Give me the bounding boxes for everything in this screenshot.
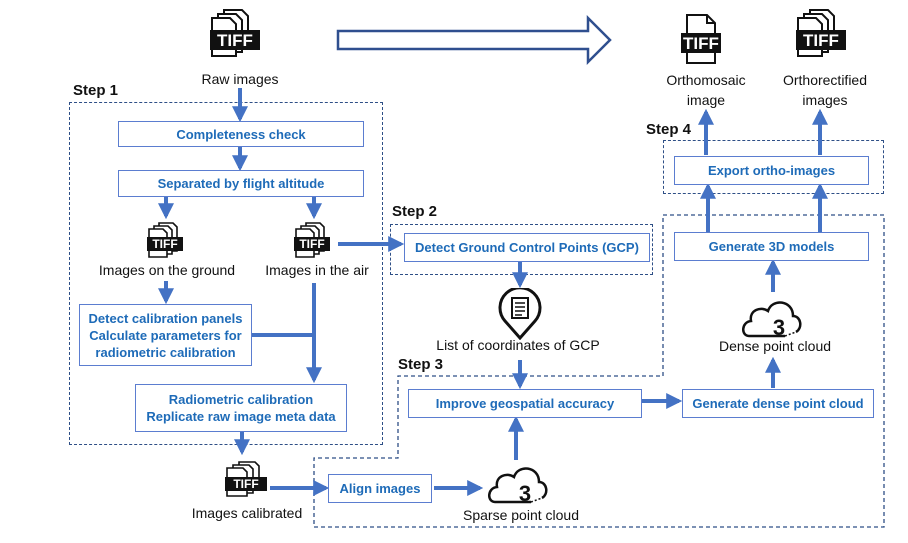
orthomosaic-label-line2: image xyxy=(686,92,726,108)
svg-text:3: 3 xyxy=(519,481,531,506)
sparse-cloud-3d-icon: 3 xyxy=(488,467,548,506)
step4-region xyxy=(663,140,884,194)
svg-text:3: 3 xyxy=(773,315,785,340)
svg-text:TIFF: TIFF xyxy=(152,237,177,251)
big-right-arrow xyxy=(336,14,612,66)
export-ortho-text: Export ortho-images xyxy=(707,163,836,178)
dense-point-cloud-text: Generate dense point cloud xyxy=(692,396,864,411)
dense-point-cloud-box: Generate dense point cloud xyxy=(682,389,874,418)
tiff-file-icon: TIFF xyxy=(681,14,721,64)
calib-line1: Detect calibration panels xyxy=(88,310,243,326)
dense-cloud-label: Dense point cloud xyxy=(718,338,832,354)
svg-text:TIFF: TIFF xyxy=(233,477,258,491)
location-pin-document-icon xyxy=(498,288,542,340)
detect-gcp-box: Detect Ground Control Points (GCP) xyxy=(404,233,650,262)
radiometric-line2: Replicate raw image meta data xyxy=(146,409,336,424)
images-calibrated-label: Images calibrated xyxy=(191,505,303,521)
separated-altitude-box: Separated by flight altitude xyxy=(118,170,364,197)
orthorectified-label-line2: images xyxy=(802,92,848,108)
calib-line3: radiometric calibration xyxy=(95,344,236,360)
dense-cloud-3d-icon: 3 xyxy=(742,301,802,340)
calib-line2: Calculate parameters for xyxy=(89,327,242,343)
svg-text:TIFF: TIFF xyxy=(803,31,839,50)
radiometric-calibration-box: Radiometric calibration Replicate raw im… xyxy=(135,384,347,432)
orthomosaic-label-line1: Orthomosaic xyxy=(666,72,746,88)
orthomosaic-image-label: Orthomosaic image xyxy=(646,70,766,110)
improve-accuracy-box: Improve geospatial accuracy xyxy=(408,389,642,418)
tiff-file-icon: TIFF xyxy=(225,461,267,497)
align-images-text: Align images xyxy=(339,481,421,496)
tiff-file-icon: TIFF xyxy=(147,222,183,258)
tiff-file-icon: TIFF xyxy=(294,222,330,258)
completeness-check-box: Completeness check xyxy=(118,121,364,147)
svg-text:TIFF: TIFF xyxy=(217,31,253,50)
detect-gcp-text: Detect Ground Control Points (GCP) xyxy=(415,240,639,255)
gcp-list-label: List of coordinates of GCP xyxy=(436,337,600,353)
separated-altitude-text: Separated by flight altitude xyxy=(157,176,325,191)
export-ortho-box: Export ortho-images xyxy=(674,156,869,185)
orthorectified-label-line1: Orthorectified xyxy=(782,72,868,88)
step4-label: Step 4 xyxy=(646,121,692,138)
step2-label: Step 2 xyxy=(392,203,438,220)
orthorectified-images-label: Orthorectified images xyxy=(765,70,885,110)
generate-3d-models-box: Generate 3D models xyxy=(674,232,869,261)
svg-text:TIFF: TIFF xyxy=(299,237,324,251)
step1-label: Step 1 xyxy=(73,82,119,99)
raw-images-label: Raw images xyxy=(201,71,279,87)
tiff-file-icon: TIFF xyxy=(796,9,846,57)
step1-region xyxy=(69,102,383,445)
calibration-panels-box: Detect calibration panels Calculate para… xyxy=(79,304,252,366)
images-air-label: Images in the air xyxy=(265,262,369,278)
images-ground-label: Images on the ground xyxy=(98,262,236,278)
completeness-check-text: Completeness check xyxy=(176,126,306,142)
tiff-file-icon: TIFF xyxy=(210,9,260,57)
generate-3d-models-text: Generate 3D models xyxy=(708,239,835,254)
align-images-box: Align images xyxy=(328,474,432,503)
step3-label: Step 3 xyxy=(398,356,444,373)
radiometric-line1: Radiometric calibration xyxy=(168,392,314,407)
svg-text:TIFF: TIFF xyxy=(683,34,719,53)
improve-accuracy-text: Improve geospatial accuracy xyxy=(435,396,615,411)
sparse-cloud-label: Sparse point cloud xyxy=(463,507,579,523)
